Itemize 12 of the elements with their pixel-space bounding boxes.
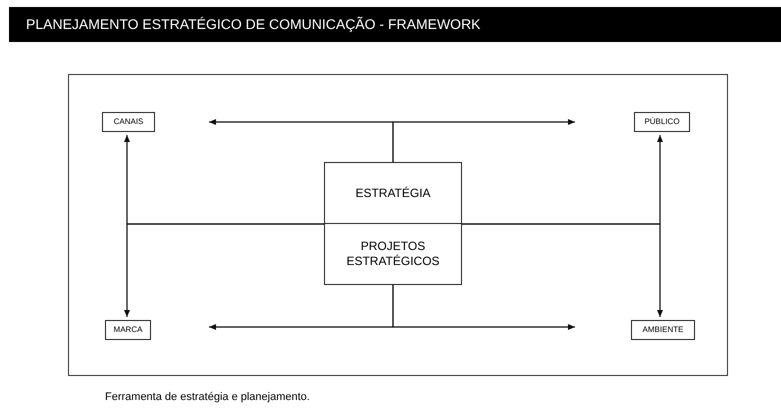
title-bar: PLANEJAMENTO ESTRATÉGICO DE COMUNICAÇÃO - FRAMEWORK	[9, 7, 781, 42]
label-box: PÚBLICO	[634, 112, 690, 132]
caption: Ferramenta de estratégia e planejamento.	[105, 390, 310, 405]
label-box: AMBIENTE	[631, 320, 695, 340]
arrow	[392, 285, 575, 330]
arrow	[392, 119, 575, 162]
arrow	[462, 223, 663, 317]
arrow	[124, 223, 324, 317]
center-box: ESTRATÉGIA	[324, 162, 462, 224]
center-box: PROJETOS ESTRATÉGICOS	[324, 223, 462, 285]
label-box: CANAIS	[102, 112, 155, 132]
label-box: MARCA	[105, 320, 151, 340]
